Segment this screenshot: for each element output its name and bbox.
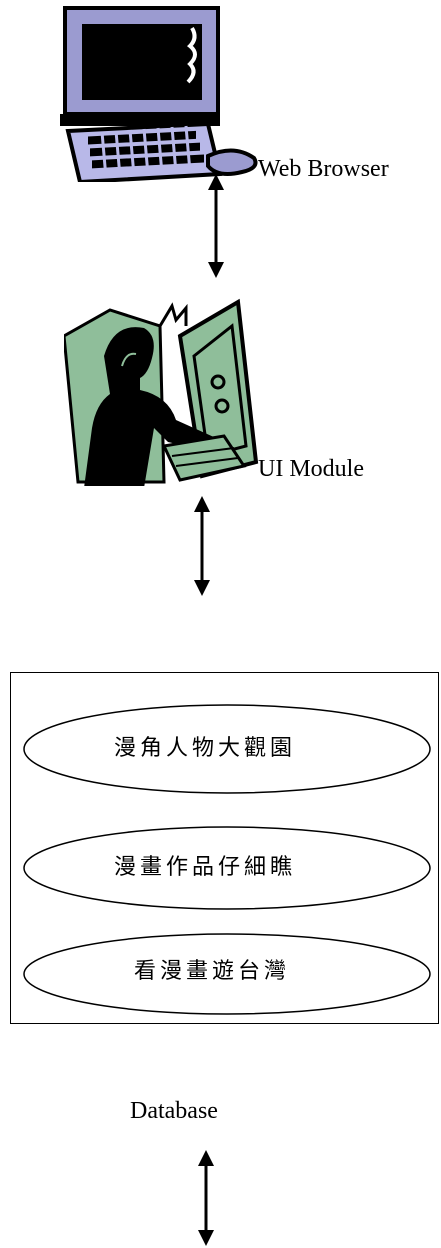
module-container (10, 672, 439, 1024)
ui-module-label: UI Module (258, 456, 364, 482)
bidirectional-arrow (206, 174, 226, 278)
module-ellipse (22, 825, 432, 911)
web-browser-label: Web Browser (258, 156, 389, 182)
bidirectional-arrow (196, 1150, 216, 1246)
database-label: Database (130, 1098, 218, 1124)
module-label: 漫畫作品仔細瞧 (114, 855, 297, 880)
module-ellipse (22, 703, 432, 795)
module-label: 漫角人物大觀園 (114, 736, 297, 761)
module-ellipse (22, 932, 432, 1016)
module-label: 看漫畫遊台灣 (134, 959, 291, 984)
person-at-computer-icon (64, 296, 260, 486)
bidirectional-arrow (192, 496, 212, 596)
computer-icon (60, 6, 260, 182)
